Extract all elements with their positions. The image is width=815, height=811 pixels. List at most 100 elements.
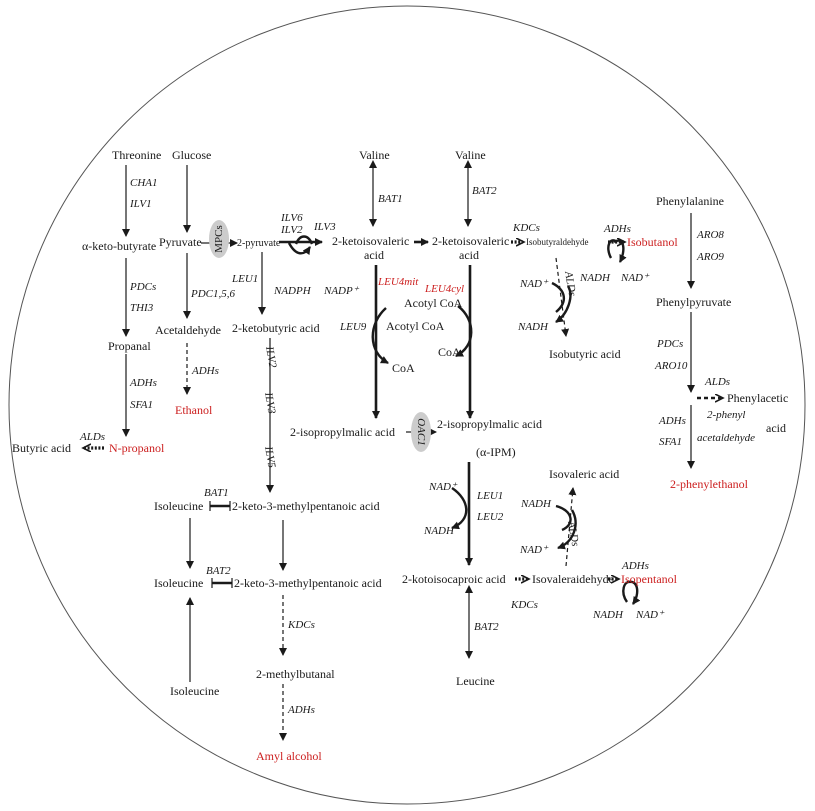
enzyme-aro10: ARO10 xyxy=(654,360,688,372)
enzyme-phenyl-ald-1: 2-phenyl xyxy=(707,409,745,421)
product-ethanol: Ethanol xyxy=(175,403,213,417)
metabolite-phenylpyruvate: Phenylpyruvate xyxy=(656,295,731,309)
enzyme-adhs-eth: ADHs xyxy=(191,365,219,377)
curve-nadh-alds xyxy=(555,285,572,323)
enzyme-bat1-mid: BAT1 xyxy=(204,487,229,499)
metabolite-ketoisovaleric-2a: 2-ketoisovaleric xyxy=(432,234,509,248)
enzyme-labels: CHA1 ILV1 ILV6 ILV2 ILV3 BAT1 BAT2 KDCs … xyxy=(79,177,755,716)
metabolite-phenylacetic: Phenylacetic xyxy=(727,391,788,405)
enzyme-cha1: CHA1 xyxy=(130,177,158,189)
enzyme-adhs-left: ADHs xyxy=(129,377,157,389)
metabolite-butyric-acid: Butyric acid xyxy=(12,441,71,455)
metabolite-acotyl-coa-2: Acotyl CoA xyxy=(386,319,445,333)
enzyme-oac1: OAC1 xyxy=(415,418,427,446)
enzyme-ilv3-top: ILV3 xyxy=(313,221,336,233)
enzyme-thi3: THI3 xyxy=(130,302,154,314)
enzyme-pdcs-right: PDCs xyxy=(656,338,683,350)
metabolite-valine-1: Valine xyxy=(359,148,390,162)
metabolite-isovaleraldehyde: Isovaleraidehyde xyxy=(532,572,614,586)
arrows xyxy=(84,160,722,741)
mpcs-oval xyxy=(209,220,229,258)
enzyme-ilv5: ILV5 xyxy=(262,444,278,469)
enzyme-aro8: ARO8 xyxy=(696,229,724,241)
enzyme-sfa1-right: SFA1 xyxy=(659,436,682,448)
enzyme-ilv2-top: ILV2 xyxy=(280,224,303,236)
metabolite-isobutyric-acid: Isobutyric acid xyxy=(549,347,621,361)
metabolite-glucose: Glucose xyxy=(172,148,211,162)
enzyme-nadh-alds: NADH xyxy=(517,321,549,333)
metabolite-isopropylmalic-1: 2-isopropylmalic acid xyxy=(290,425,395,439)
curve-leu9 xyxy=(371,307,389,365)
product-isopentanol: Isopentanol xyxy=(621,572,678,586)
enzyme-nad-pent: NAD⁺ xyxy=(635,609,665,621)
enzyme-sfa1-left: SFA1 xyxy=(130,399,153,411)
enzyme-pdcs-left: PDCs xyxy=(129,281,156,293)
enzyme-kdcs-mid: KDCs xyxy=(510,599,538,611)
enzyme-nadh-pent: NADH xyxy=(592,609,624,621)
metabolite-alpha-ipm: (α-IPM) xyxy=(476,445,516,459)
enzyme-nad-alds: NAD⁺ xyxy=(519,278,549,290)
enzyme-alds-left: ALDs xyxy=(79,431,105,443)
enzyme-aro9: ARO9 xyxy=(696,251,724,263)
metabolite-isoleucine-2: Isoleucine xyxy=(154,576,203,590)
enzyme-phenyl-ald-2: acetaldehyde xyxy=(697,432,755,444)
enzyme-adhs-top: ADHs xyxy=(603,223,631,235)
metabolite-leucine: Leucine xyxy=(456,674,495,688)
metabolite-isoleucine-1: Isoleucine xyxy=(154,499,203,513)
metabolite-acetaldehyde: Acetaldehyde xyxy=(155,323,221,337)
enzyme-leu2: LEU2 xyxy=(476,511,504,523)
enzyme-pdc156: PDC1,5,6 xyxy=(190,288,236,300)
arrow-alds-top xyxy=(555,257,570,337)
enzyme-leu9: LEU9 xyxy=(339,321,367,333)
enzyme-leu1-right: LEU1 xyxy=(476,490,503,502)
curve-nad-isobutanol xyxy=(613,239,627,263)
product-n-propanol: N-propanol xyxy=(109,441,165,455)
enzyme-nad-top: NAD⁺ xyxy=(620,272,650,284)
enzyme-adhs-iso: ADHs xyxy=(621,560,649,572)
enzyme-nadp: NADP⁺ xyxy=(323,285,360,297)
enzyme-leu1-left: LEU1 xyxy=(231,273,258,285)
oac1-oval xyxy=(411,412,431,452)
metabolite-propanal: Propanal xyxy=(108,339,151,353)
enzyme-alds-right: ALDs xyxy=(704,376,730,388)
enzyme-leu4mit: LEU4mit xyxy=(377,276,419,288)
enzyme-nadh-top: NADH xyxy=(579,272,611,284)
curve-nad-alds xyxy=(551,281,565,313)
enzyme-leu4cyl: LEU4cyl xyxy=(424,283,464,295)
metabolite-coa-1: CoA xyxy=(392,361,415,375)
enzyme-nadh-leu: NADH xyxy=(423,525,455,537)
enzyme-nad-leu: NAD⁺ xyxy=(428,481,458,493)
enzyme-alds-top: ALDs xyxy=(562,269,578,297)
enzyme-ilv3-mid: ILV3 xyxy=(262,390,278,415)
metabolite-phenyl-acid: acid xyxy=(766,421,786,435)
product-amyl-alcohol: Amyl alcohol xyxy=(256,749,322,763)
metabolite-ketoisovaleric-1b: acid xyxy=(364,248,384,262)
enzyme-nad-iso: NAD⁺ xyxy=(519,544,549,556)
enzyme-kdcs-top: KDCs xyxy=(512,222,540,234)
metabolite-labels: Threonine Glucose Valine Valine Phenylal… xyxy=(12,148,788,698)
metabolite-keto-methylpentanoic-1: 2-keto-3-methylpentanoic acid xyxy=(232,499,380,513)
enzyme-ilv6: ILV6 xyxy=(280,212,303,224)
enzyme-ilv2-mid: ILV2 xyxy=(263,344,279,369)
curve-nadph xyxy=(287,242,311,256)
enzyme-bat2-low: BAT2 xyxy=(474,621,499,633)
metabolite-ketoisovaleric-2b: acid xyxy=(459,248,479,262)
metabolite-valine-2: Valine xyxy=(455,148,486,162)
metabolite-keto-methylpentanoic-2: 2-keto-3-methylpentanoic acid xyxy=(234,576,382,590)
enzyme-ilv1: ILV1 xyxy=(129,198,152,210)
boundary-circle xyxy=(8,5,806,805)
curve-nadh-iso xyxy=(555,504,572,532)
metabolite-isopropylmalic-2: 2-isopropylmalic acid xyxy=(437,417,542,431)
enzyme-bat1-top: BAT1 xyxy=(378,193,403,205)
metabolite-pyruvate: Pyruvate xyxy=(159,235,202,249)
enzyme-adhs-right: ADHs xyxy=(658,415,686,427)
metabolite-kotoisocaproic: 2-kotoisocaproic acid xyxy=(402,572,506,586)
curve-nad-iso xyxy=(557,509,577,550)
enzyme-nadh-iso: NADH xyxy=(520,498,552,510)
metabolite-isobutyraldehyde: Isobutyraldehyde xyxy=(526,237,588,247)
enzyme-adhs-low: ADHs xyxy=(287,704,315,716)
metabolite-2-pyruvate: 2-pyruvate xyxy=(237,238,281,249)
enzyme-mpcs: MPCs xyxy=(213,225,225,253)
